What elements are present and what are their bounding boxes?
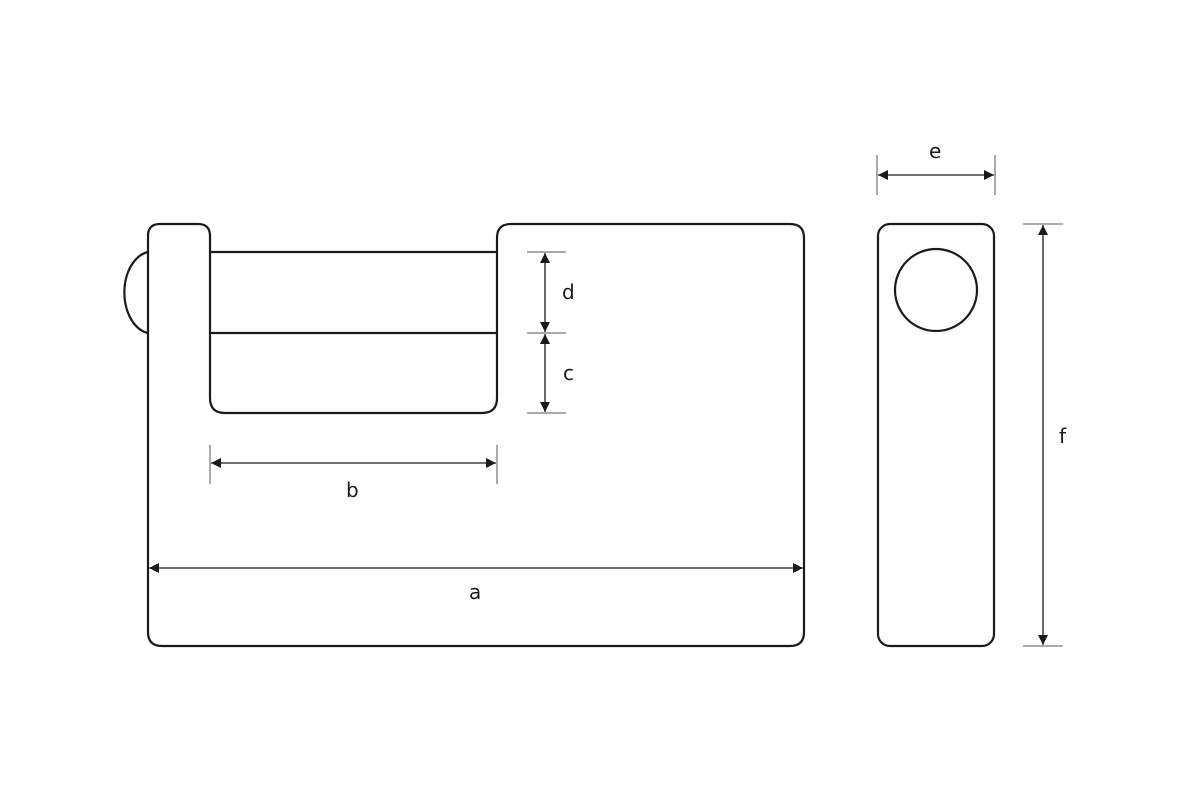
dimension-e: e	[876, 139, 996, 195]
dimension-f: f	[1023, 223, 1067, 647]
label-c: c	[563, 361, 574, 385]
front-view	[123, 222, 806, 648]
dimension-c: c	[527, 334, 574, 414]
dimension-b: b	[209, 445, 498, 502]
dimension-a: a	[149, 563, 803, 604]
side-body-outline	[876, 222, 996, 648]
label-d: d	[562, 280, 575, 304]
side-view	[876, 222, 996, 648]
keyhole-cap	[123, 250, 149, 335]
keyhole-circle	[893, 247, 979, 333]
label-a: a	[469, 580, 481, 604]
label-b: b	[346, 478, 359, 502]
lock-body-outline	[146, 222, 806, 648]
dimension-d: d	[527, 251, 575, 334]
label-e: e	[929, 139, 941, 163]
label-f: f	[1059, 424, 1067, 448]
